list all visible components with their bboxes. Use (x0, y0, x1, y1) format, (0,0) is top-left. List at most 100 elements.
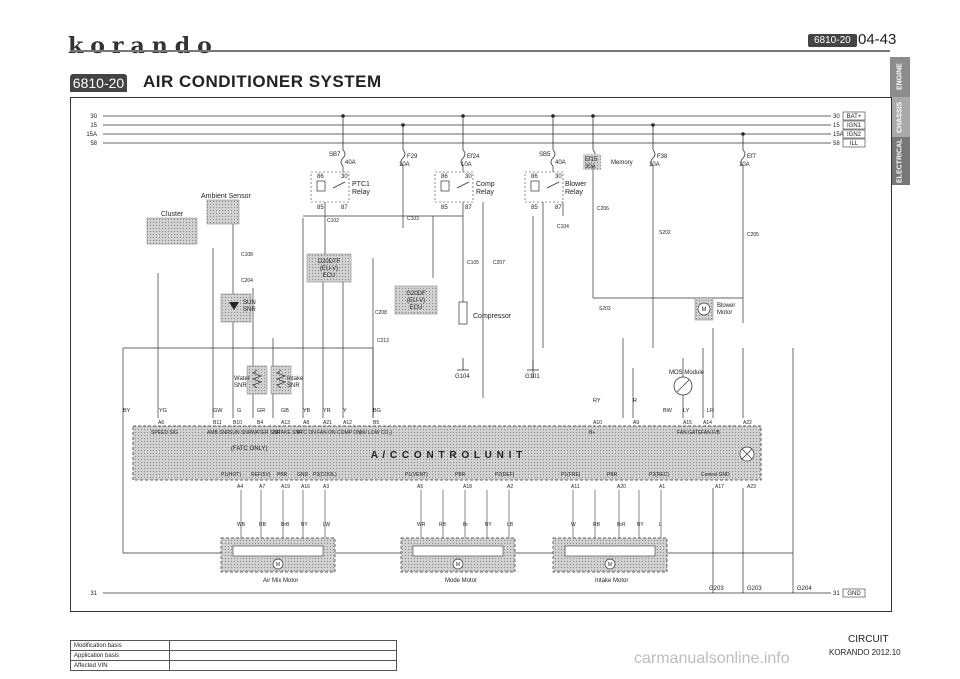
svg-text:YB: YB (303, 408, 311, 414)
fuse-rating: 40A (555, 160, 566, 166)
svg-text:Y: Y (343, 408, 347, 414)
svg-text:P2(DEF): P2(DEF) (495, 472, 515, 478)
svg-text:L: L (659, 522, 662, 528)
header-rule (70, 50, 890, 52)
section-code: 6810-20 (70, 74, 127, 92)
svg-text:Motor: Motor (717, 310, 732, 316)
ground-label: G101 (525, 374, 540, 380)
svg-text:A18: A18 (463, 484, 472, 490)
watermark: carmanualsonline.info (634, 650, 790, 667)
svg-text:LB: LB (507, 522, 514, 528)
svg-text:A9: A9 (633, 420, 639, 426)
svg-text:SNR: SNR (234, 383, 247, 389)
svg-text:P2(COOL): P2(COOL) (313, 472, 337, 478)
svg-text:SPEED SIG: SPEED SIG (151, 430, 178, 436)
svg-text:A3: A3 (323, 484, 329, 490)
svg-text:A15: A15 (683, 420, 692, 426)
svg-text:RY: RY (593, 398, 601, 404)
svg-text:PBR: PBR (277, 472, 288, 478)
svg-text:FAN F/B: FAN F/B (701, 430, 721, 436)
svg-text:FAN ON: FAN ON (317, 430, 336, 436)
svg-text:PTC ON: PTC ON (297, 430, 316, 436)
svg-text:C207: C207 (493, 260, 505, 266)
svg-text:GW: GW (213, 408, 223, 414)
footer-row-label: Modification basis (70, 640, 170, 651)
svg-text:WR: WR (417, 522, 426, 528)
svg-text:WB: WB (237, 522, 246, 528)
svg-text:D20DTF: D20DTF (318, 259, 341, 265)
rail-label: 15 (833, 123, 840, 129)
svg-text:RB: RB (259, 522, 267, 528)
footer-model-label: KORANDO 2012.10 (829, 648, 901, 657)
fuse-rating: 10A (461, 162, 472, 168)
svg-text:C213: C213 (377, 338, 389, 344)
svg-text:Relay: Relay (352, 189, 370, 196)
fuse-rating: 40A (345, 160, 356, 166)
svg-text:LR: LR (707, 408, 714, 414)
rail-label: 15 (90, 123, 97, 129)
fuse-id: Ef24 (467, 154, 480, 160)
svg-text:INTAKE SNR: INTAKE SNR (273, 430, 303, 436)
tab-engine[interactable]: ENGINE (890, 57, 910, 97)
rail-label: 30 (833, 114, 840, 120)
rail-tag: BAT+ (847, 114, 862, 120)
rail-labels-right: 30 15 15A 58 31 BAT+ IGN1 IGN2 ILL GND (833, 111, 866, 598)
svg-text:85: 85 (317, 205, 324, 211)
ground-label: G204 (797, 586, 812, 592)
svg-text:GB: GB (281, 408, 289, 414)
svg-text:AMB SNR: AMB SNR (207, 430, 230, 436)
svg-text:B+: B+ (589, 430, 595, 436)
svg-text:A / C C O N T R O L U N I: A / C C O N T R O L U N I T (371, 450, 524, 461)
svg-text:BY: BY (485, 522, 492, 528)
section-title: AIR CONDITIONER SYSTEM (143, 72, 382, 91)
rail-tag: GND (847, 591, 861, 597)
svg-text:Blower: Blower (565, 181, 587, 188)
svg-text:C204: C204 (241, 278, 253, 284)
svg-text:85: 85 (531, 205, 538, 211)
svg-text:A2: A2 (507, 484, 513, 490)
svg-text:COMP ON: COMP ON (337, 430, 361, 436)
ground-label: G203 (709, 586, 724, 592)
svg-text:S203: S203 (599, 306, 611, 312)
fuse-rating: 30A (585, 164, 596, 170)
svg-text:LW: LW (323, 522, 330, 528)
rail-tag: IGN1 (847, 123, 862, 129)
svg-text:A22: A22 (743, 420, 752, 426)
svg-text:SNR: SNR (287, 383, 300, 389)
svg-text:P2(REC): P2(REC) (649, 472, 669, 478)
rail-label: 31 (833, 591, 840, 597)
svg-text:LY: LY (683, 408, 690, 414)
svg-text:A7: A7 (259, 484, 265, 490)
ground-label: G203 (747, 586, 762, 592)
wiring-diagram: 30 15 15A 58 31 30 15 15A 58 31 BAT+ IGN… (70, 97, 892, 612)
svg-text:(EU-V): (EU-V) (320, 266, 338, 272)
tab-chassis[interactable]: CHASSIS (890, 97, 910, 137)
svg-text:SUN SNR: SUN SNR (229, 430, 252, 436)
ambient-sensor: Ambient Sensor (201, 193, 251, 225)
svg-text:YG: YG (159, 408, 167, 414)
svg-text:C205: C205 (747, 232, 759, 238)
rail-label: 30 (90, 114, 97, 120)
svg-text:A8: A8 (303, 420, 309, 426)
svg-text:PBR: PBR (607, 472, 618, 478)
compressor: Compressor (458, 301, 512, 325)
svg-text:A19: A19 (281, 484, 290, 490)
svg-text:C108: C108 (241, 252, 253, 258)
svg-text:RB: RB (593, 522, 601, 528)
fuse-rating: 10A (739, 162, 750, 168)
svg-text:Ambient Sensor: Ambient Sensor (201, 193, 251, 200)
svg-text:BrB: BrB (281, 522, 290, 528)
svg-text:C102: C102 (327, 218, 339, 224)
tab-electrical[interactable]: ELECTRICAL (890, 137, 910, 185)
svg-text:BW: BW (663, 408, 673, 414)
footer-row-label: Affected VIN (70, 660, 170, 671)
svg-text:P1(FRE): P1(FRE) (561, 472, 581, 478)
